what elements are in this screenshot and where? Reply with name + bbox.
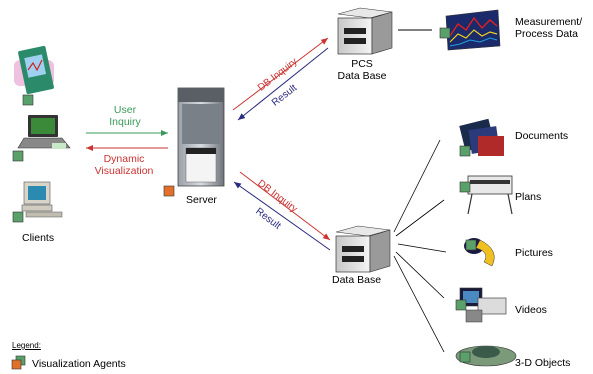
plans-plotter-icon [459,175,513,215]
documents-label: Documents [515,130,569,142]
dynamic-visualization-line2: Visualization [94,165,154,177]
legend-item-label: Visualization Agents [32,358,126,370]
laptop-client-icon [12,115,71,162]
user-inquiry-line1: User [113,104,137,116]
3d-objects-label: 3-D Objects [515,357,571,369]
plans-label: Plans [515,191,542,203]
user-inquiry-label: User Inquiry [100,104,150,128]
server-icon [163,87,225,197]
db-inquiry-arrow-top [232,37,329,111]
pda-client-icon [14,45,54,106]
dynamic-visualization-label: Dynamic Visualization [88,153,160,177]
db-inquiry-arrow-bottom [239,171,331,241]
measurement-line1: Measurement/ [515,16,583,28]
documents-icon [459,118,504,157]
pcs-database-line2: Data Base [337,70,387,82]
3d-objects-icon [455,345,517,367]
legend-swatch [11,355,26,370]
measurement-chart-icon [439,9,501,51]
pcs-database-icon [337,7,393,55]
clients-label: Clients [22,232,55,244]
measurement-line2: Process Data [515,28,579,40]
server-label: Server [186,194,217,206]
data-source-links [393,139,447,353]
pcs-database-label: PCS Data Base [332,58,392,82]
pictures-film-icon [464,238,495,267]
result-arrow-top [237,47,329,121]
measurement-label: Measurement/ Process Data [515,16,582,40]
pictures-label: Pictures [515,247,553,259]
database-icon [335,225,391,273]
user-inquiry-line2: Inquiry [109,116,141,128]
pcs-database-line1: PCS [351,58,373,70]
videos-icon [455,287,507,323]
dynamic-visualization-line1: Dynamic [103,153,145,165]
database-label: Data Base [332,274,382,286]
videos-label: Videos [515,304,547,316]
desktop-client-icon [12,181,63,223]
result-arrow-bottom [233,181,331,251]
legend-title: Legend: [12,341,41,350]
